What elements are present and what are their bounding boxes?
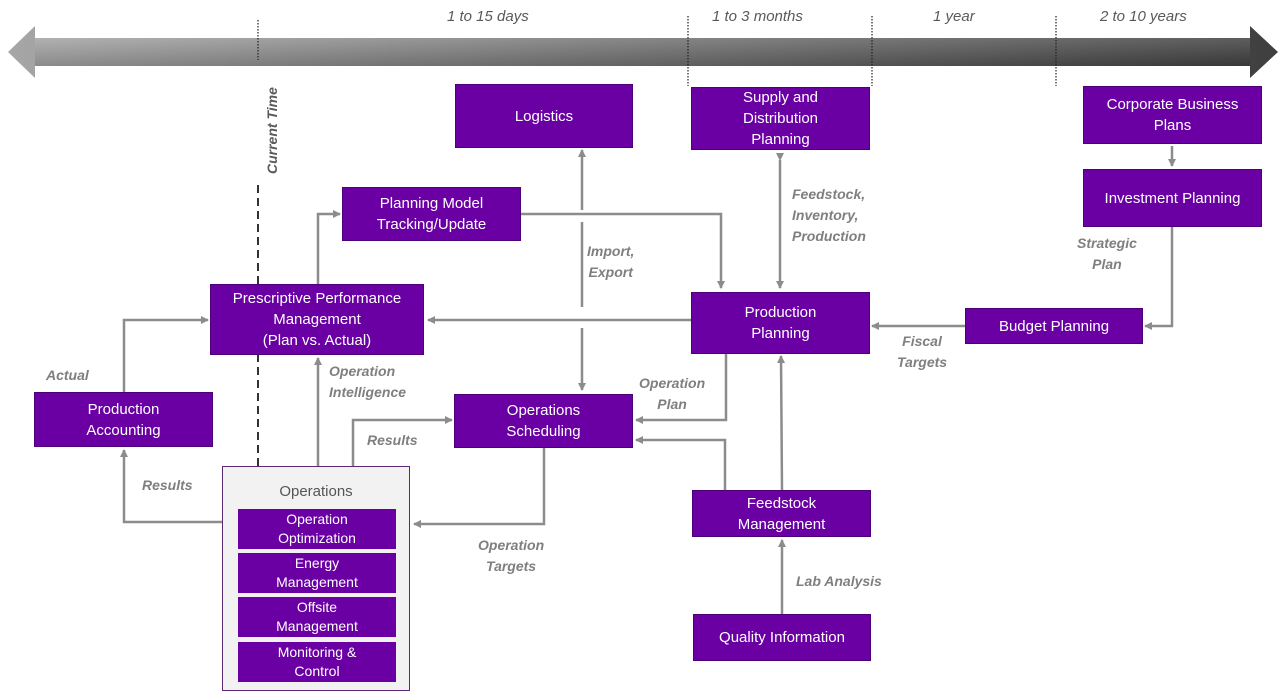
operations-group[interactable]: Operations Operation Optimization Energy… xyxy=(222,466,410,691)
node-logistics[interactable]: Logistics xyxy=(455,84,633,148)
node-planning-model-tracking[interactable]: Planning Model Tracking/Update xyxy=(342,187,521,241)
node-production-accounting[interactable]: Production Accounting xyxy=(34,392,213,447)
node-budget-planning[interactable]: Budget Planning xyxy=(965,308,1143,344)
monitoring-control[interactable]: Monitoring & Control xyxy=(238,642,396,682)
node-feedstock-management[interactable]: Feedstock Management xyxy=(692,490,871,537)
label-lab-analysis: Lab Analysis xyxy=(796,573,882,589)
edge-prescriptive-model xyxy=(316,210,341,284)
node-corporate-business-plans[interactable]: Corporate Business Plans xyxy=(1083,86,1262,144)
timeline-label-1-year: 1 year xyxy=(933,8,975,25)
node-quality-information[interactable]: Quality Information xyxy=(693,614,871,661)
edge-feedstock-production xyxy=(777,355,786,491)
label-fiscal-targets: Fiscal Targets xyxy=(897,333,948,370)
label-actual: Actual xyxy=(46,367,89,383)
offsite-management[interactable]: Offsite Management xyxy=(238,597,396,637)
label-results-scheduling: Results xyxy=(367,432,418,448)
label-operation-plan: Operation Plan xyxy=(639,375,706,412)
timeline-label-1-15-days: 1 to 15 days xyxy=(447,8,529,25)
edge-feedstock-scheduling xyxy=(635,436,727,490)
edge-model-production xyxy=(521,212,725,289)
operation-optimization[interactable]: Operation Optimization xyxy=(238,509,396,549)
edge-operation-plan xyxy=(635,354,728,424)
label-import-export: Import, Export xyxy=(587,243,635,280)
label-operation-targets: Operation Targets xyxy=(478,537,545,574)
timeline-label-2-10-years: 2 to 10 years xyxy=(1100,8,1187,25)
timeline-label-1-3-months: 1 to 3 months xyxy=(712,8,803,25)
label-strategic-plan: Strategic Plan xyxy=(1077,235,1137,272)
label-results-accounting: Results xyxy=(142,477,193,493)
edge-investment-budget xyxy=(1144,227,1174,330)
energy-management[interactable]: Energy Management xyxy=(238,553,396,593)
edge-operation-targets xyxy=(413,448,546,528)
node-investment-planning[interactable]: Investment Planning xyxy=(1083,169,1262,227)
edge-results-scheduling xyxy=(351,416,453,466)
edge-results-accounting xyxy=(120,449,222,524)
operations-title: Operations xyxy=(279,483,353,500)
current-time-label: Current Time xyxy=(264,87,280,174)
node-supply-distribution-planning[interactable]: Supply and Distribution Planning xyxy=(691,87,870,150)
node-operations-scheduling[interactable]: Operations Scheduling xyxy=(454,394,633,448)
label-feedstock-inventory-production: Feedstock, Inventory, Production xyxy=(792,186,866,244)
edge-actual xyxy=(122,316,209,392)
node-production-planning[interactable]: Production Planning xyxy=(691,292,870,354)
node-prescriptive-performance[interactable]: Prescriptive Performance Management (Pla… xyxy=(210,284,424,355)
label-operation-intelligence: Operation Intelligence xyxy=(329,363,407,400)
